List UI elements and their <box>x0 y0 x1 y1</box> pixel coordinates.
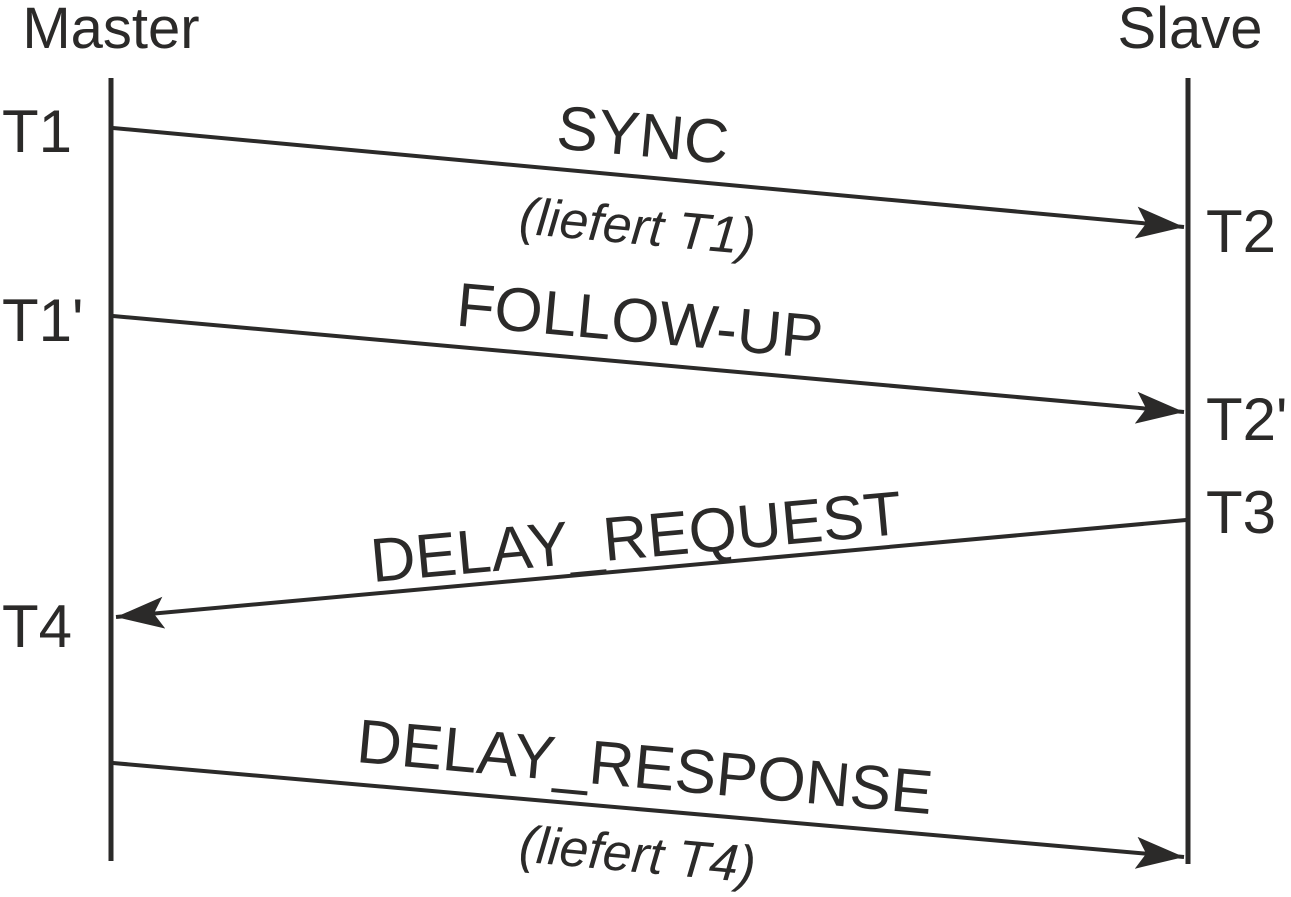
timestamp-t1-prime-label: T1' <box>2 287 83 354</box>
delay-request-label: DELAY_REQUEST <box>368 479 905 596</box>
timestamp-t2-label: T2 <box>1206 198 1276 265</box>
timestamp-t3-label: T3 <box>1206 479 1276 546</box>
sync-arrow <box>112 126 1185 239</box>
actor-master-label: Master <box>22 0 199 61</box>
sync-note-label: (liefert T1) <box>517 187 758 266</box>
delay-request-arrow <box>115 518 1187 629</box>
delay-response-note-label: (liefert T4) <box>517 815 758 894</box>
timestamp-t1-label: T1 <box>2 98 72 165</box>
follow-up-arrow <box>112 314 1185 424</box>
timestamp-t4-label: T4 <box>2 593 72 660</box>
delay-response-arrow <box>112 761 1185 869</box>
follow-up-label: FOLLOW-UP <box>454 271 826 373</box>
timestamp-t2-prime-label: T2' <box>1206 386 1287 453</box>
actor-slave-label: Slave <box>1117 0 1262 61</box>
sync-label: SYNC <box>554 93 732 177</box>
